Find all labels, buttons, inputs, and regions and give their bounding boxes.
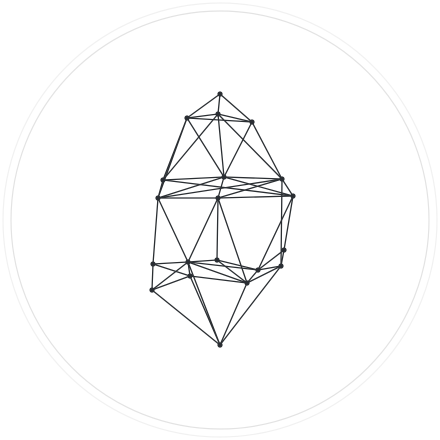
wireframe-edge	[186, 113, 219, 119]
wireframe-node	[155, 195, 161, 201]
wireframe-edge	[219, 265, 282, 346]
wireframe-edge	[189, 275, 248, 284]
wireframe-edge	[152, 261, 189, 265]
wireframe-node	[217, 342, 223, 348]
wireframe-edge	[283, 195, 294, 251]
wireframe-edge	[186, 117, 225, 178]
wireframe-edge	[280, 249, 285, 267]
wireframe-edge	[281, 178, 294, 197]
wireframe-node	[249, 119, 255, 125]
wireframe-edge	[151, 289, 221, 346]
wireframe-edge	[152, 197, 159, 265]
wireframe-edge	[217, 176, 225, 199]
wireframe-edge	[257, 249, 285, 271]
wireframe-edge	[217, 113, 253, 123]
wireframe-edge	[251, 121, 283, 180]
wireframe-node	[184, 115, 190, 121]
wireframe-edge	[157, 117, 188, 199]
wireframe-edge	[162, 179, 294, 197]
wireframe-edge	[217, 197, 248, 284]
wireframe-edge	[246, 265, 282, 284]
wireframe-edge	[217, 113, 283, 180]
wireframe-edge	[187, 261, 259, 271]
wireframe-edge	[157, 179, 164, 199]
wireframe-node	[244, 280, 250, 286]
wireframe-edge	[223, 176, 283, 180]
wireframe-node	[221, 174, 227, 180]
wireframe-edge	[151, 275, 191, 291]
wireframe-edge	[223, 121, 253, 178]
wireframe-edge	[157, 178, 283, 199]
wireframe-edge	[219, 282, 248, 346]
wireframe-edge	[217, 178, 283, 199]
wireframe-edge	[152, 263, 191, 277]
wireframe-edge	[157, 197, 189, 263]
wireframe-edge	[186, 117, 253, 123]
wireframe-edge	[151, 263, 154, 291]
wireframe-node	[255, 267, 261, 273]
wireframe-edge	[187, 261, 221, 346]
wireframe-edge	[151, 261, 189, 291]
wireframe-edge	[219, 93, 253, 123]
wireframe-node	[217, 91, 223, 97]
wireframe-node	[290, 193, 296, 199]
wireframe-node	[215, 195, 221, 201]
wireframe-edge	[216, 259, 259, 271]
wireframe-edge	[257, 195, 294, 271]
wireframe-edge	[186, 93, 221, 119]
wireframe-node	[187, 273, 193, 279]
wireframe-node	[150, 261, 156, 267]
wireframe-edge	[162, 113, 219, 181]
wireframe-edge	[187, 259, 218, 263]
wireframe-edge	[216, 259, 248, 284]
wireframe-edge	[257, 265, 282, 271]
wireframe-node	[279, 176, 285, 182]
inner-ring	[10, 10, 430, 430]
wireframe-node	[149, 287, 155, 293]
wireframe-edge	[187, 197, 219, 263]
wireframe-edge	[216, 197, 219, 261]
wireframe-edge	[217, 113, 225, 178]
wireframe-node	[160, 177, 166, 183]
wireframe-edge	[246, 269, 259, 284]
wireframe-node	[185, 259, 191, 265]
wireframe-edge	[157, 176, 225, 199]
wireframe-edge	[217, 195, 294, 199]
wireframe-edge	[187, 261, 248, 284]
wireframe-edge	[162, 176, 225, 181]
wireframe-edge	[217, 93, 221, 115]
wireframe-node	[214, 257, 220, 263]
wireframe-node	[278, 263, 284, 269]
wireframe-node	[281, 247, 287, 253]
wireframe-node	[215, 111, 221, 117]
